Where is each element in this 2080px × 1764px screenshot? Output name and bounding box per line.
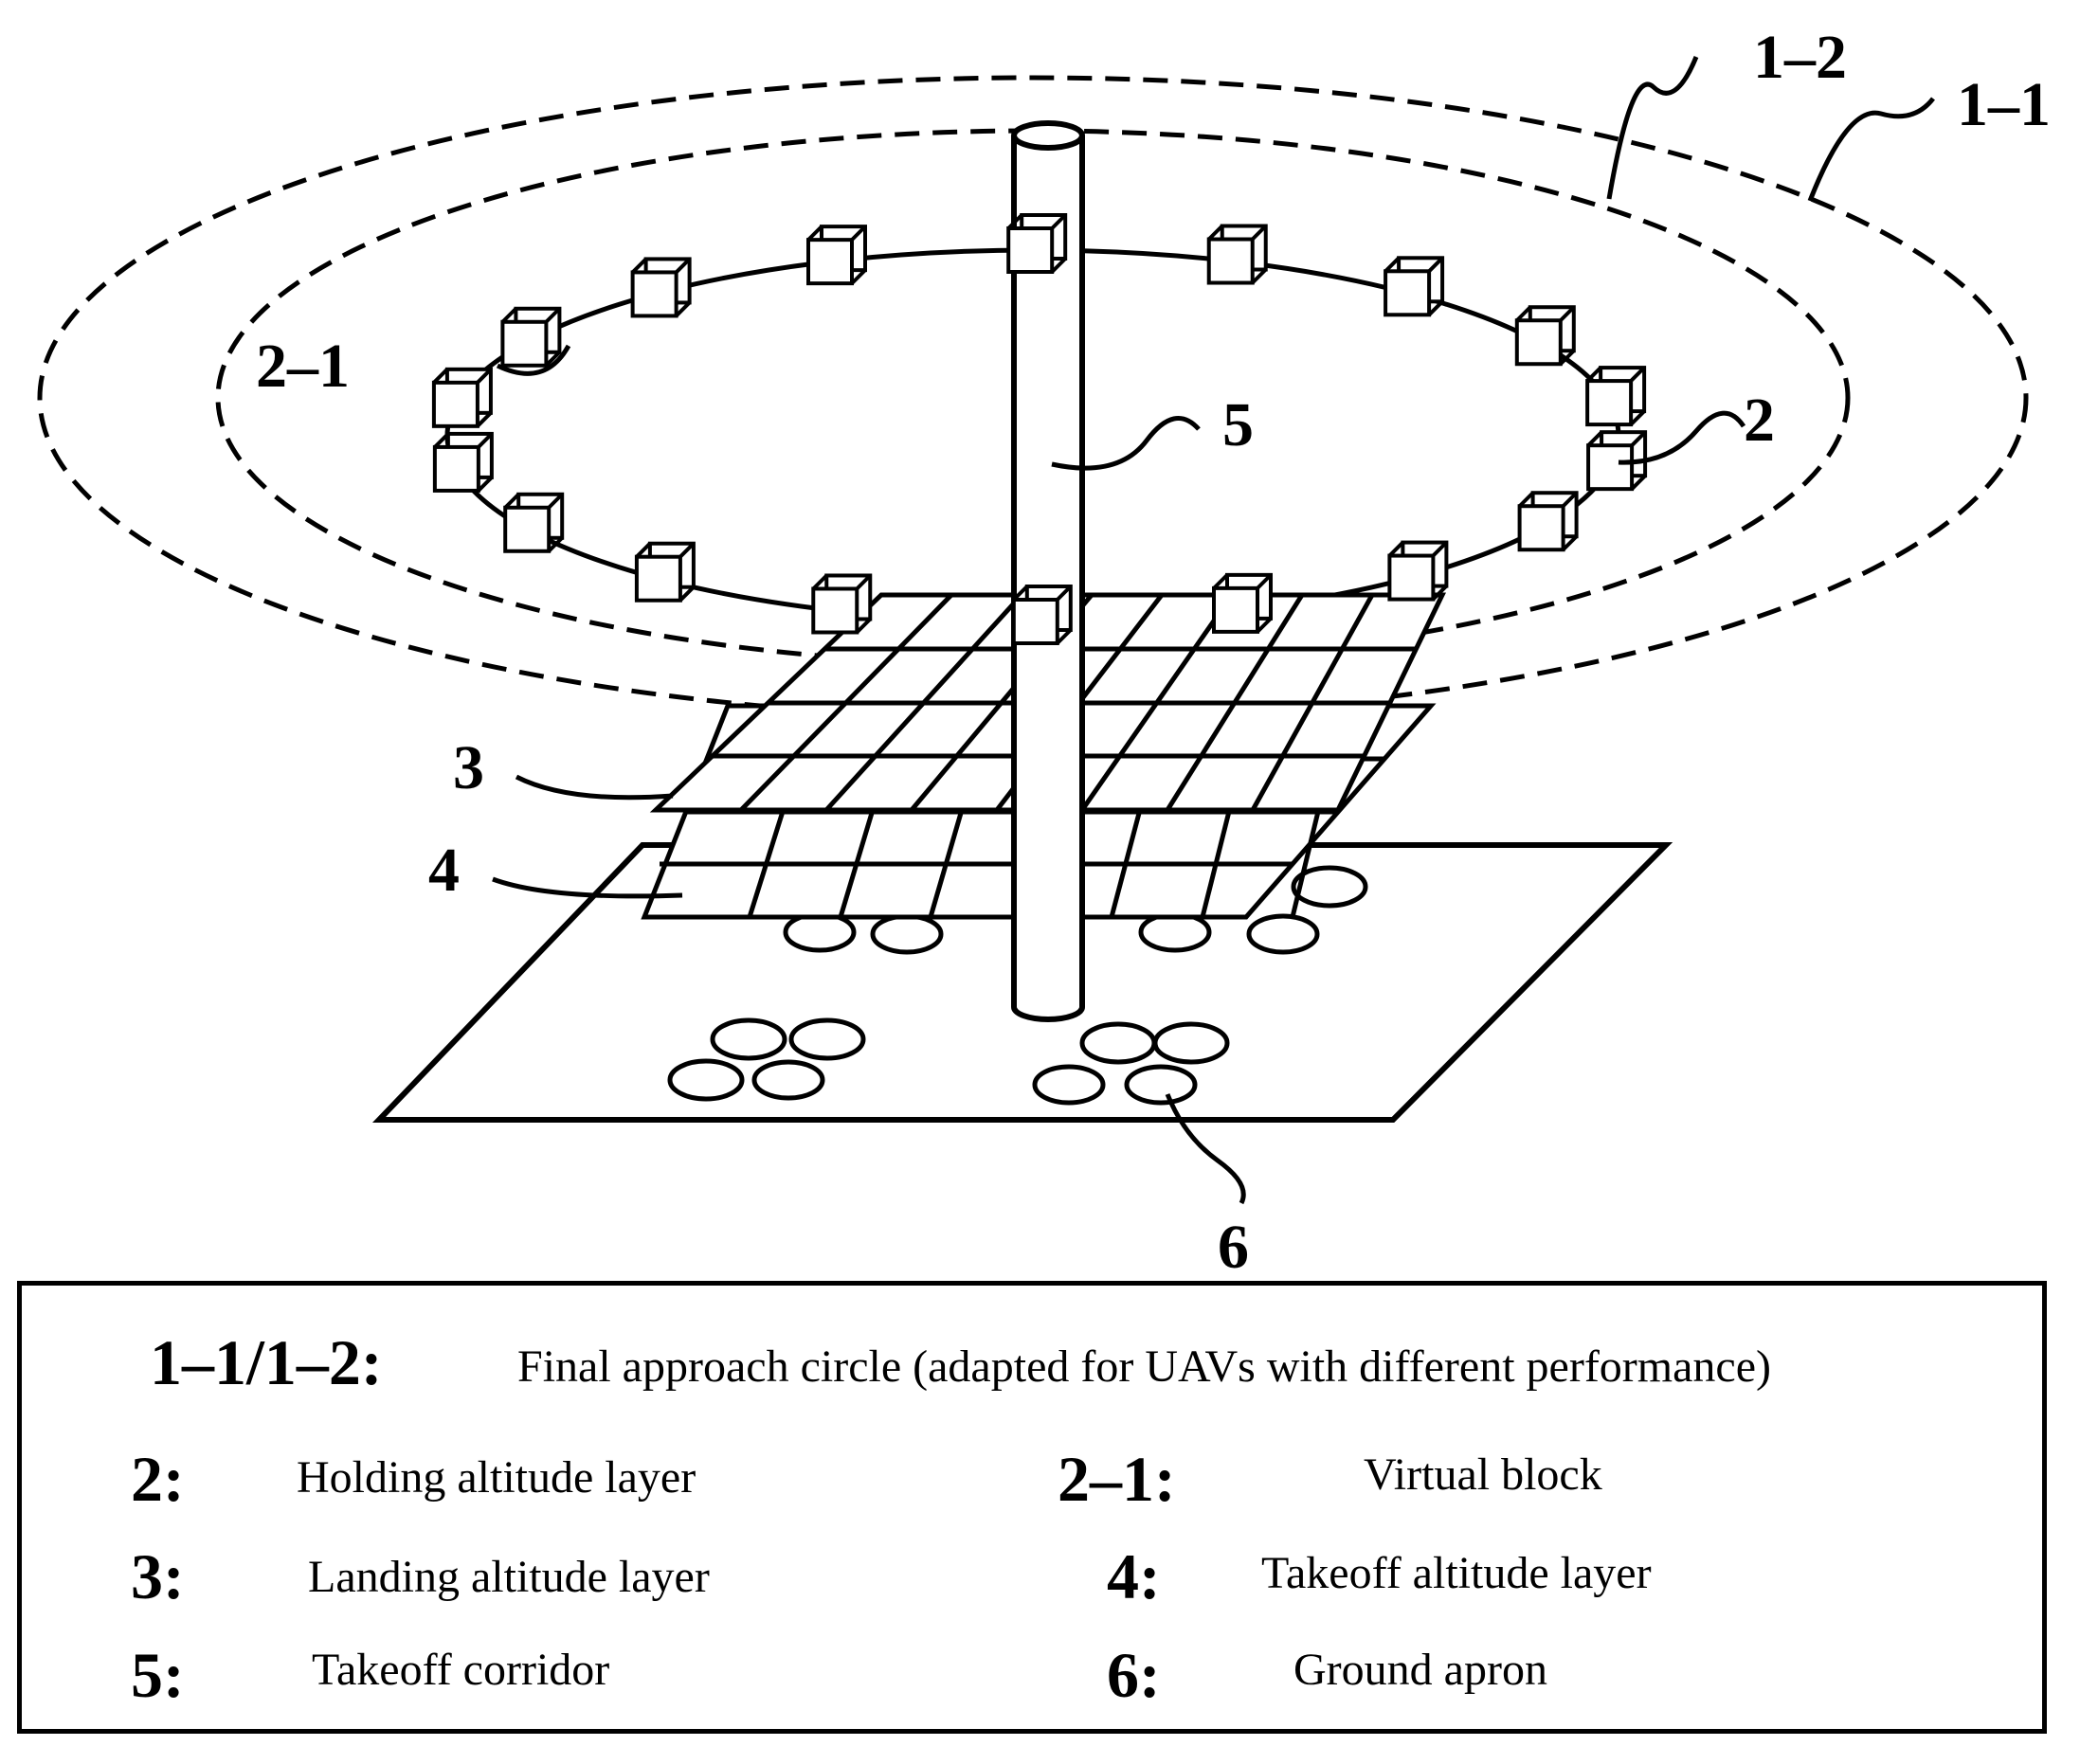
virtual-block	[500, 306, 562, 368]
virtual-block	[1517, 491, 1579, 552]
callout-1-2: 1–2	[1753, 23, 1847, 92]
legend-key-3: 3:	[131, 1540, 185, 1612]
callout-6: 6	[1218, 1213, 1249, 1282]
virtual-block	[431, 367, 493, 428]
callout-3: 3	[453, 733, 484, 802]
virtual-block	[1006, 213, 1068, 275]
virtual-block	[806, 225, 868, 286]
legend-key-2-1: 2–1:	[1058, 1443, 1176, 1515]
legend-key-1-1-1-2: 1–1/1–2:	[150, 1326, 383, 1398]
virtual-block	[1585, 366, 1647, 427]
virtual-block	[503, 492, 565, 553]
callout-2-1: 2–1	[256, 332, 350, 401]
virtual-block	[1387, 540, 1449, 602]
legend-desc-holding-layer: Holding altitude layer	[297, 1452, 696, 1503]
virtual-block	[1206, 224, 1268, 285]
legend-desc-final-approach: Final approach circle (adapted for UAVs …	[517, 1341, 1772, 1392]
virtual-block	[630, 257, 692, 318]
legend-key-5: 5:	[131, 1639, 185, 1711]
virtual-block	[811, 573, 873, 635]
legend-key-2: 2:	[131, 1443, 185, 1515]
legend-desc-ground-apron: Ground apron	[1293, 1645, 1547, 1695]
callout-4: 4	[428, 836, 460, 905]
callout-1-1: 1–1	[1957, 70, 2051, 139]
virtual-block	[1384, 256, 1445, 317]
legend-key-4: 4:	[1107, 1540, 1161, 1612]
virtual-block	[1211, 572, 1273, 634]
legend-key-6: 6:	[1107, 1639, 1161, 1711]
legend-desc-takeoff-corridor: Takeoff corridor	[312, 1645, 610, 1695]
takeoff-corridor	[1011, 120, 1085, 1022]
virtual-block	[432, 431, 494, 493]
legend-desc-virtual-block: Virtual block	[1364, 1449, 1602, 1500]
virtual-blocks	[431, 213, 1648, 645]
legend-box: 1–1/1–2: Final approach circle (adapted …	[17, 1281, 2047, 1734]
virtual-block	[634, 541, 696, 603]
callout-5: 5	[1222, 390, 1254, 459]
callout-2: 2	[1744, 386, 1775, 455]
virtual-block	[1514, 305, 1576, 367]
virtual-block	[1011, 584, 1073, 645]
legend-desc-takeoff-layer: Takeoff altitude layer	[1261, 1548, 1652, 1598]
virtual-block	[1586, 430, 1648, 492]
leader-lines	[492, 56, 1935, 1205]
legend-desc-landing-layer: Landing altitude layer	[308, 1552, 710, 1602]
